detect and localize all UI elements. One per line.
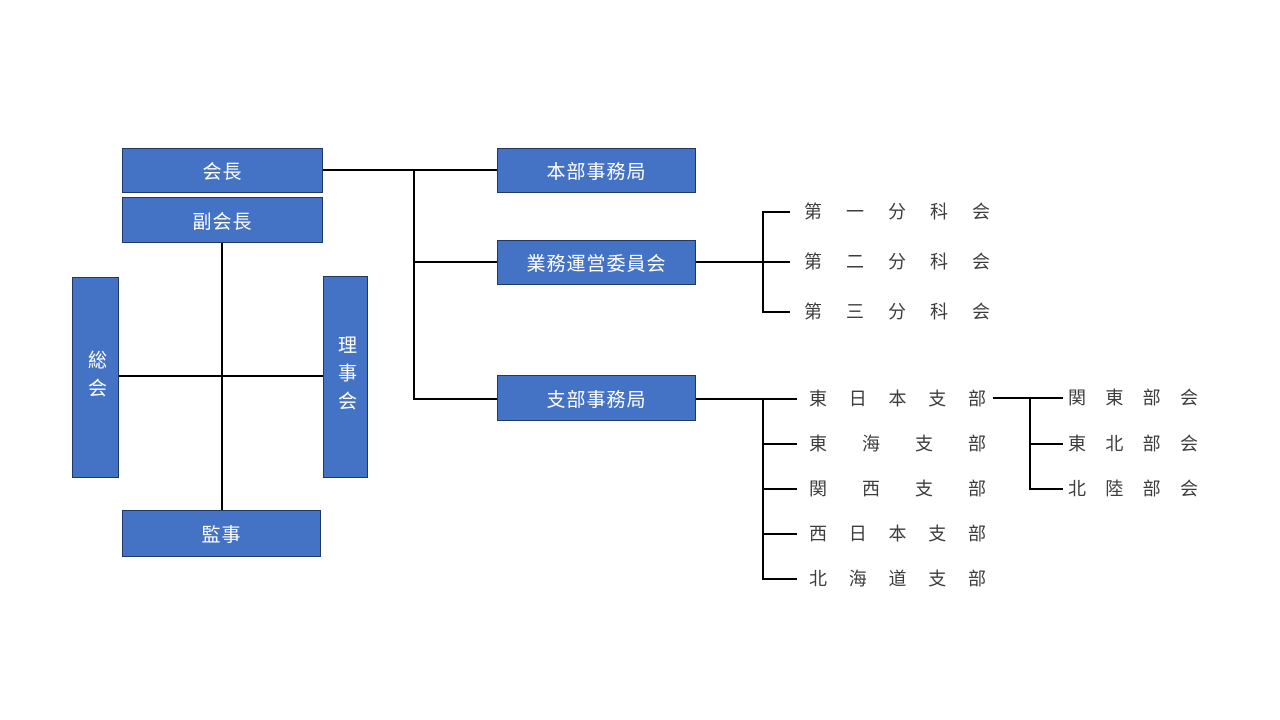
label-branch-kansai: 関西支部 [809, 479, 986, 499]
connector-stub-branch-2 [762, 443, 797, 445]
label-branch-west-japan: 西日本支部 [809, 524, 986, 544]
box-board-of-directors: 理事会 [323, 276, 368, 478]
label-section-tohoku: 東北部会 [1068, 434, 1198, 454]
label-section-hokuriku: 北陸部会 [1068, 479, 1198, 499]
connector-trunk-to-branch-office [413, 398, 497, 400]
label-section-kanto: 関東部会 [1068, 388, 1198, 408]
box-general-assembly: 総会 [72, 277, 119, 478]
connector-stub-subcommittee-3 [762, 311, 790, 313]
connector-stub-branch-3 [762, 488, 797, 490]
connector-stub-section-2 [1029, 443, 1063, 445]
connector-east-branch-to-sections [993, 397, 1063, 399]
connector-stub-subcommittee-1 [762, 211, 790, 213]
connector-chairman-to-hq [322, 169, 497, 171]
connector-stub-branch-4 [762, 533, 797, 535]
connector-vice-chairman-to-auditor [221, 243, 223, 510]
box-hq-office: 本部事務局 [497, 148, 696, 193]
connector-trunk-to-ops-committee [413, 261, 497, 263]
box-vice-chairman: 副会長 [122, 197, 323, 243]
label-subcommittee-3: 第三分科会 [804, 302, 990, 322]
label-branch-east-japan: 東日本支部 [809, 389, 986, 409]
connector-stub-section-3 [1029, 488, 1063, 490]
connector-assembly-to-board [119, 375, 323, 377]
connector-ops-to-subcommittees [696, 261, 790, 263]
connector-subcommittee-bracket [762, 211, 764, 312]
connector-trunk-vertical [413, 169, 415, 399]
label-subcommittee-2: 第二分科会 [804, 252, 990, 272]
connector-branch-office-to-branches [696, 398, 797, 400]
label-subcommittee-1: 第一分科会 [804, 202, 990, 222]
label-branch-tokai: 東海支部 [809, 434, 986, 454]
box-auditor: 監事 [122, 510, 321, 557]
label-branch-hokkaido: 北海道支部 [809, 569, 986, 589]
box-chairman: 会長 [122, 148, 323, 193]
box-branch-office: 支部事務局 [497, 375, 696, 421]
box-operations-committee: 業務運営委員会 [497, 240, 696, 285]
connector-stub-branch-5 [762, 578, 797, 580]
